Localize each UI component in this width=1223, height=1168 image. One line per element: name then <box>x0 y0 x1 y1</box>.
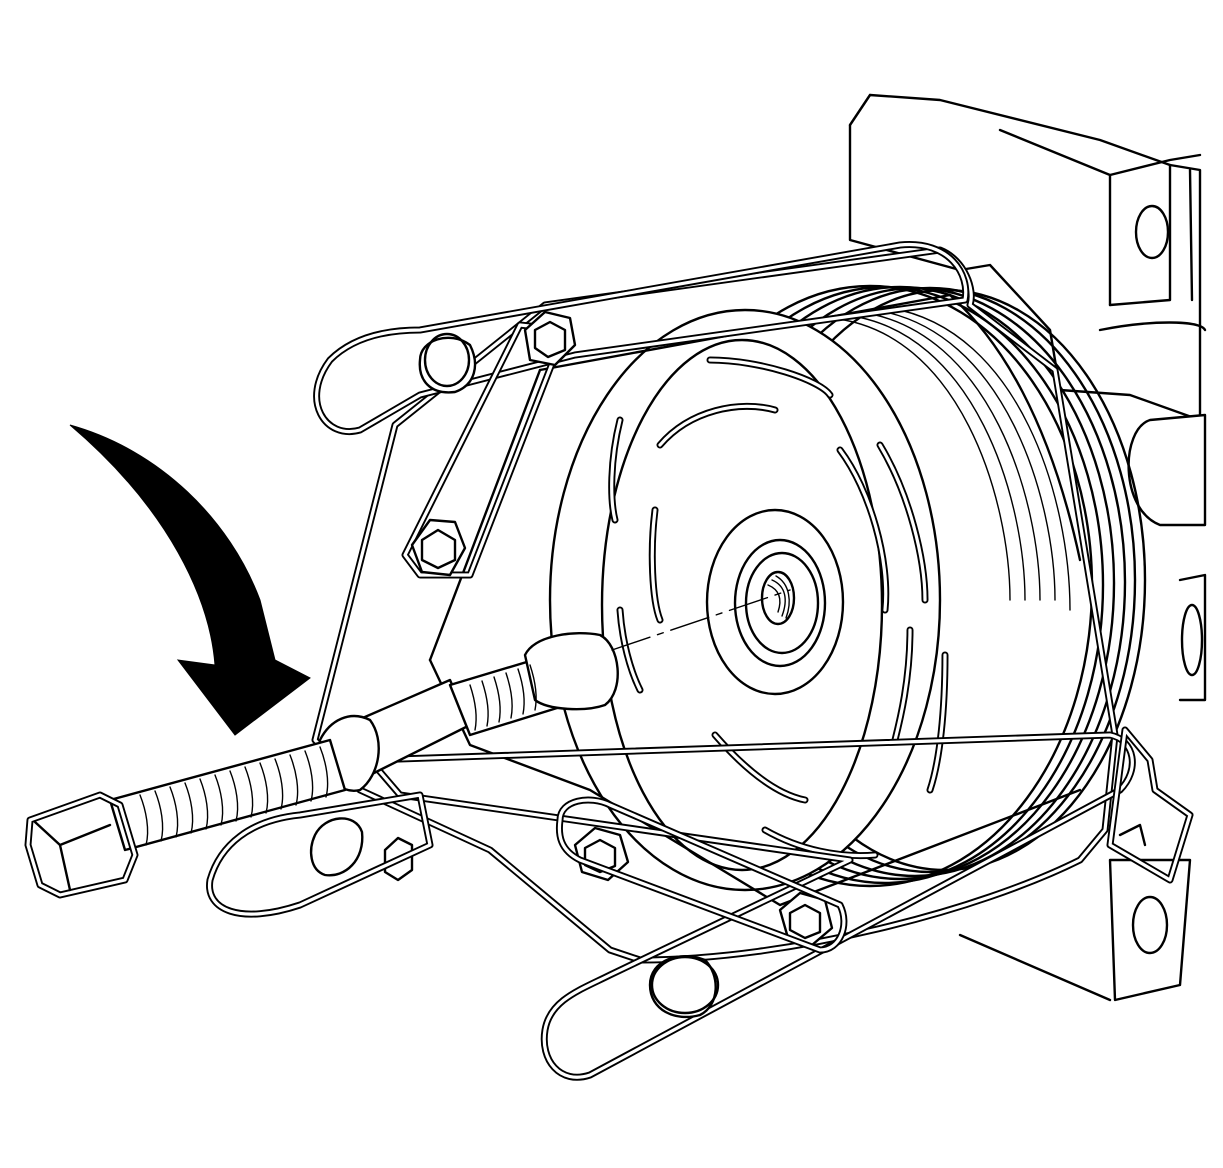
forcing-screw <box>24 589 791 899</box>
screw-hex-head <box>24 791 139 899</box>
puller-arm-lower <box>206 726 1194 1081</box>
hex-bolts <box>383 310 834 947</box>
screw-threads-inner <box>469 664 537 731</box>
compressor-housing <box>848 93 1207 1002</box>
hex-bolt-upper <box>523 310 577 367</box>
mount-ear-hole-lower <box>1131 895 1169 955</box>
compressor-pulley <box>548 284 1147 892</box>
rotation-direction-arrow <box>69 424 311 736</box>
screw-threads-outer <box>139 746 329 846</box>
hex-bolt-mid <box>410 518 467 577</box>
mount-ear-hole-upper <box>1134 204 1170 260</box>
